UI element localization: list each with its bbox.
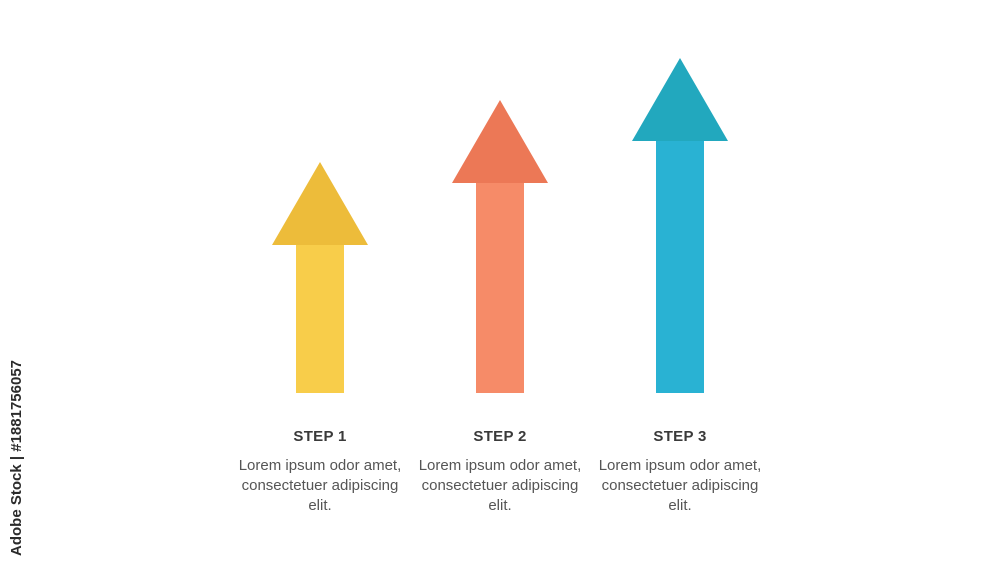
arrow-head-step-2: [452, 100, 548, 183]
arrow-shaft-step-2: [476, 181, 524, 393]
step-3-title: STEP 3: [653, 428, 707, 445]
arrow-shaft-step-3: [656, 139, 704, 393]
arrow-head-step-1: [272, 162, 368, 245]
arrow-step-1: [272, 162, 368, 393]
stock-separator: |: [8, 455, 25, 461]
arrow-step-2: [452, 100, 548, 393]
stock-brand: Adobe Stock: [8, 464, 25, 556]
stock-id: #1881756057: [8, 360, 25, 452]
step-2-description: Lorem ipsum odor amet, consectetuer adip…: [418, 457, 582, 514]
arrow-step-3: [632, 58, 728, 393]
step-2-title: STEP 2: [473, 428, 527, 445]
arrow-shaft-step-1: [296, 243, 344, 393]
step-1-description: Lorem ipsum odor amet, consectetuer adip…: [238, 457, 402, 514]
stock-credit: Adobe Stock | #1881756057: [8, 360, 25, 556]
step-3-description: Lorem ipsum odor amet, consectetuer adip…: [598, 457, 762, 514]
step-1-title: STEP 1: [293, 428, 347, 445]
arrow-head-step-3: [632, 58, 728, 141]
